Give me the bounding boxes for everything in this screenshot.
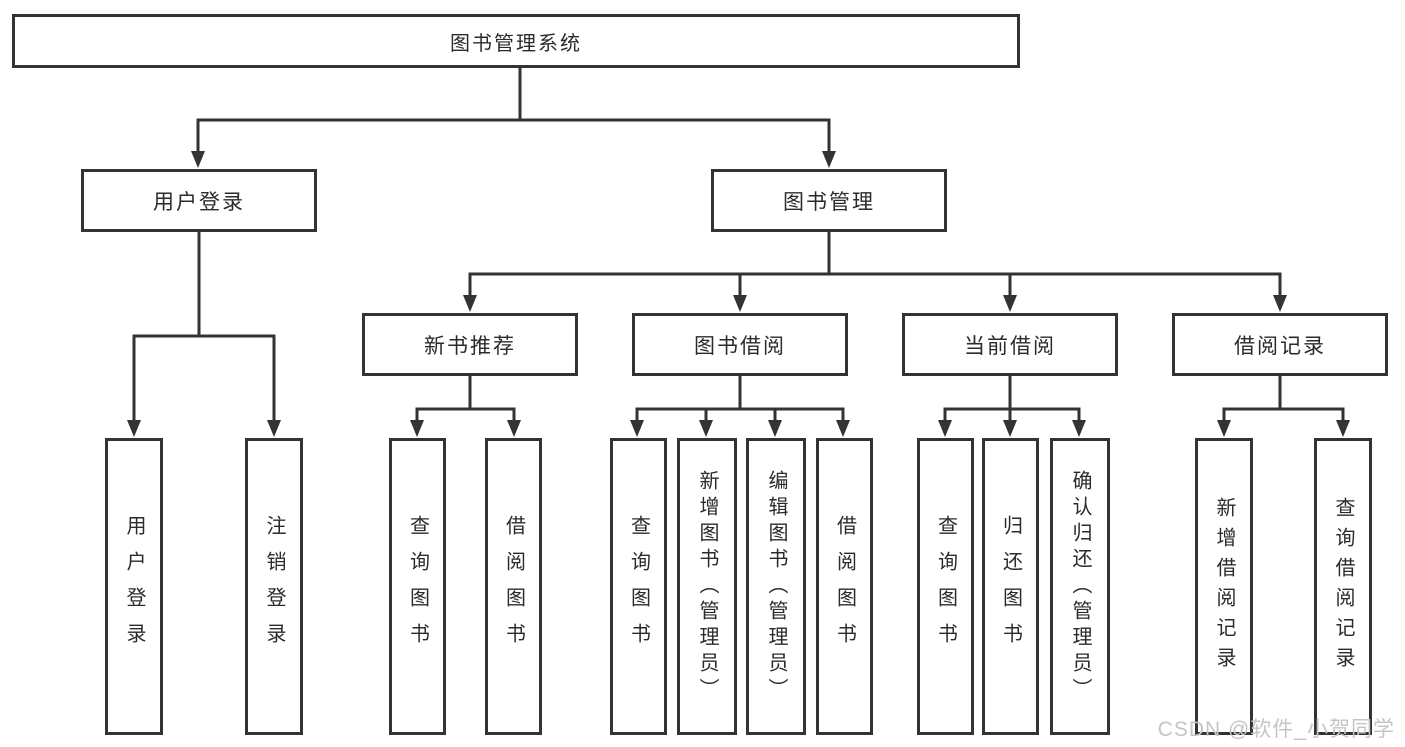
arrow-down-icon: [733, 295, 747, 312]
arrow-down-icon: [768, 420, 782, 437]
node-label: 新增图书（管理员）: [696, 469, 718, 704]
arrow-down-icon: [1003, 420, 1017, 437]
node-current-confirm-return-admin: 确认归还（管理员）: [1050, 438, 1110, 735]
node-logout: 注销登录: [245, 438, 303, 735]
node-current-query-books: 查询图书: [917, 438, 974, 735]
node-label: 新书推荐: [424, 334, 516, 358]
node-current-return-books: 归还图书: [982, 438, 1039, 735]
node-label: 注销登录: [263, 514, 285, 659]
arrow-down-icon: [267, 420, 281, 437]
node-borrowing-records: 借阅记录: [1172, 313, 1388, 376]
node-label: 用户登录: [123, 514, 145, 659]
node-label: 新增借阅记录: [1213, 496, 1235, 677]
arrow-down-icon: [191, 151, 205, 168]
csdn-watermark: CSDN @软件_小贺同学: [1157, 718, 1395, 741]
node-user-login-leaf: 用户登录: [105, 438, 163, 735]
node-current-borrowing: 当前借阅: [902, 313, 1118, 376]
node-label: 图书管理: [783, 190, 875, 214]
node-new-book-recommend: 新书推荐: [362, 313, 578, 376]
node-newbook-query-books: 查询图书: [389, 438, 446, 735]
node-label: 查询图书: [627, 514, 650, 659]
node-borrow-borrow-books: 借阅图书: [816, 438, 873, 735]
node-borrow-edit-books-admin: 编辑图书（管理员）: [746, 438, 806, 735]
node-label: 查询借阅记录: [1332, 496, 1354, 677]
node-records-query-borrow-record: 查询借阅记录: [1314, 438, 1372, 735]
node-borrow-add-books-admin: 新增图书（管理员）: [677, 438, 737, 735]
node-label: 用户登录: [153, 190, 245, 214]
node-borrow-query-books: 查询图书: [610, 438, 667, 735]
node-label: 借阅图书: [502, 514, 525, 659]
arrow-down-icon: [127, 420, 141, 437]
node-book-borrowing: 图书借阅: [632, 313, 848, 376]
node-label: 当前借阅: [964, 334, 1056, 358]
arrow-down-icon: [463, 295, 477, 312]
arrow-down-icon: [410, 420, 424, 437]
arrow-down-icon: [822, 151, 836, 168]
arrow-down-icon: [1072, 420, 1086, 437]
node-label: 确认归还（管理员）: [1069, 469, 1091, 704]
node-root-library-system: 图书管理系统: [12, 14, 1020, 68]
arrow-down-icon: [1273, 295, 1287, 312]
arrow-down-icon: [836, 420, 850, 437]
node-user-login-branch: 用户登录: [81, 169, 317, 232]
node-book-management: 图书管理: [711, 169, 947, 232]
node-label: 编辑图书（管理员）: [765, 469, 787, 704]
arrow-down-icon: [1003, 295, 1017, 312]
node-label: 图书借阅: [694, 334, 786, 358]
node-label: 归还图书: [999, 514, 1022, 659]
arrow-down-icon: [1336, 420, 1350, 437]
arrow-down-icon: [699, 420, 713, 437]
node-label: 查询图书: [406, 514, 429, 659]
arrow-down-icon: [630, 420, 644, 437]
node-label: 图书管理系统: [450, 32, 582, 55]
arrow-down-icon: [507, 420, 521, 437]
arrow-down-icon: [1217, 420, 1231, 437]
node-records-add-borrow-record: 新增借阅记录: [1195, 438, 1253, 735]
node-label: 查询图书: [934, 514, 957, 659]
node-newbook-borrow-books: 借阅图书: [485, 438, 542, 735]
node-label: 借阅记录: [1234, 334, 1326, 358]
arrow-down-icon: [938, 420, 952, 437]
node-label: 借阅图书: [833, 514, 856, 659]
